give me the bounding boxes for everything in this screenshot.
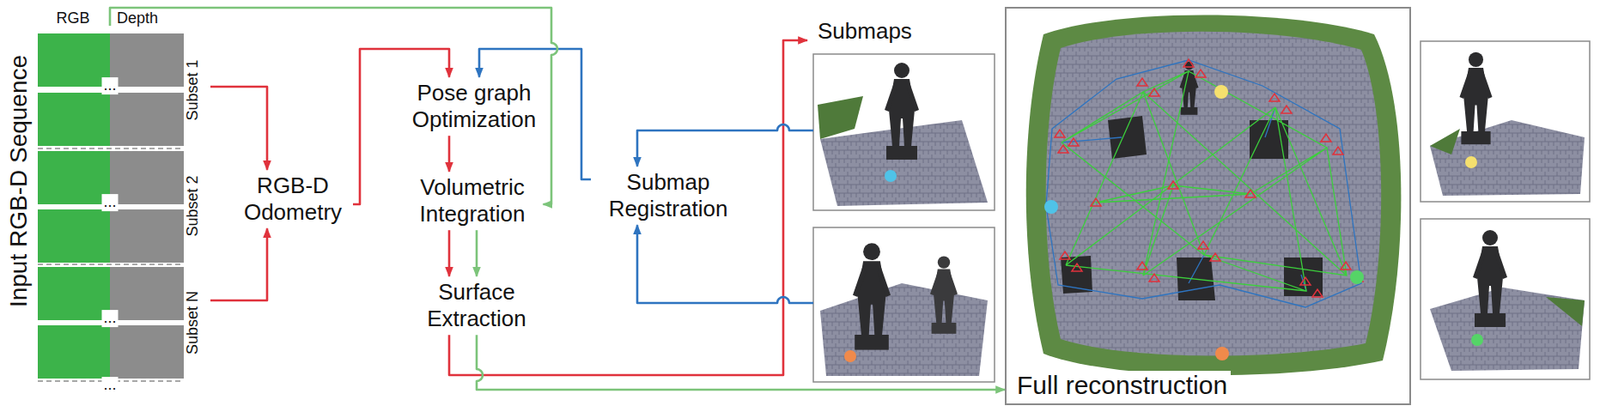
flow-arrow [475,230,479,277]
step-label: Surface Extraction [411,279,543,333]
statue [1460,52,1493,145]
step-label: RGB-D Odometry [237,172,348,226]
statue [852,243,891,350]
column-header: Depth [116,10,159,28]
flow-arrow [210,86,268,171]
subset-label: Subset 2 [184,175,202,237]
ground [820,283,988,377]
statue [884,62,919,160]
rgb-frames [37,33,110,379]
panel-heading: Full reconstruction [1013,371,1231,402]
ellipsis: ... [101,310,118,328]
flow-arrow [637,124,814,167]
marker-dot [1465,156,1478,169]
process-step: Submap Registration [590,166,746,226]
subset-group: Subset 2 [34,149,211,266]
flow-arrow [210,228,268,301]
process-step: Pose graph Optimization [396,77,552,136]
detail-frame [1420,41,1590,202]
process-step: Volumetric Integration [401,171,544,231]
submap-frame [813,54,995,211]
subset-label: Subset N [184,291,202,355]
statue [1472,230,1508,328]
panel-heading: Submaps [807,17,998,47]
flow-arrow [448,135,451,172]
marker-dot [1215,346,1229,361]
flow-arrow [476,334,1005,390]
ground [1429,287,1585,372]
subset-separator [37,148,184,382]
marker-dot [844,350,857,363]
subset-group: Subset N [34,265,211,382]
column-header: RGB [55,10,90,28]
sequence-title: Input RGB-D Sequence [6,54,33,308]
step-label: Pose graph Optimization [401,79,547,134]
pose-graph-edges [1046,60,1362,308]
process-step: Surface Extraction [406,276,548,335]
marker-dot [1471,334,1484,347]
grass [1545,297,1585,327]
marker-dot [1350,270,1364,285]
camera-poses [1054,59,1363,298]
grass [1429,128,1461,155]
statue [930,255,958,334]
step-label: Submap Registration [596,169,741,223]
marker-dot [1214,85,1229,99]
ellipsis: ... [101,77,118,95]
submap-panel: Submaps [807,17,998,385]
submap-frame [813,227,995,383]
flow-arrow [448,230,451,277]
subset-label: Subset 1 [184,59,202,121]
grass [1026,15,1402,377]
statue [1180,61,1199,116]
ellipsis: ... [101,194,118,212]
marker-dot [884,170,897,183]
subset-group: Subset 1 [34,31,211,148]
ground [1429,120,1585,196]
detail-frame [1420,219,1590,380]
grass [817,96,864,140]
ellipsis: ... [101,377,118,395]
reconstruction-panel: Full reconstruction [1004,6,1412,406]
ground [1046,31,1381,357]
depth-frames [109,33,184,379]
flow-arrow [637,225,814,304]
marker-dot [1044,200,1059,214]
process-step: RGB-D Odometry [232,170,353,229]
step-label: Volumetric Integration [407,174,539,228]
loop-closure-edges [1061,71,1347,292]
statue-bases [1060,115,1323,301]
